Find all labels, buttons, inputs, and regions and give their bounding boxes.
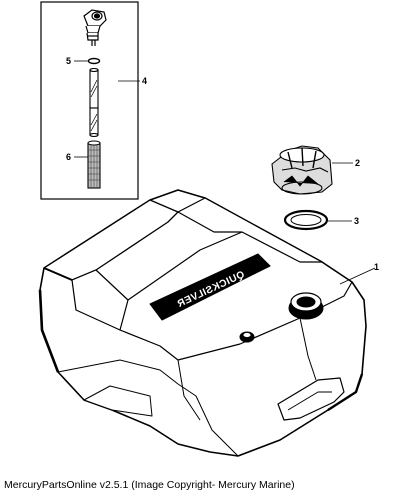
gasket-part [283,209,329,231]
callout-cap-adapter: 2 [355,158,360,168]
fuel-tank-part [38,189,367,457]
filter-screen-part [87,140,101,189]
filler-neck [288,292,324,320]
pickup-fitting [83,9,107,46]
callout-filter: 6 [66,152,71,162]
leader-tank [339,267,376,285]
callout-tank: 1 [374,262,379,272]
o-ring-part [87,57,101,65]
callout-o-ring: 5 [66,56,71,66]
vent-screw [239,331,255,343]
cap-adapter-part [271,145,333,195]
brand-label-panel [149,253,271,321]
inset-frame [40,1,139,200]
pickup-tube-upper [89,67,99,109]
copyright-footer: MercuryPartsOnline v2.5.1 (Image Copyrig… [4,479,295,491]
callout-gasket: 3 [354,216,359,226]
callout-pickup-assembly: 4 [142,76,147,86]
pickup-assembly-inset [40,1,139,200]
pickup-tube-lower [89,107,99,138]
